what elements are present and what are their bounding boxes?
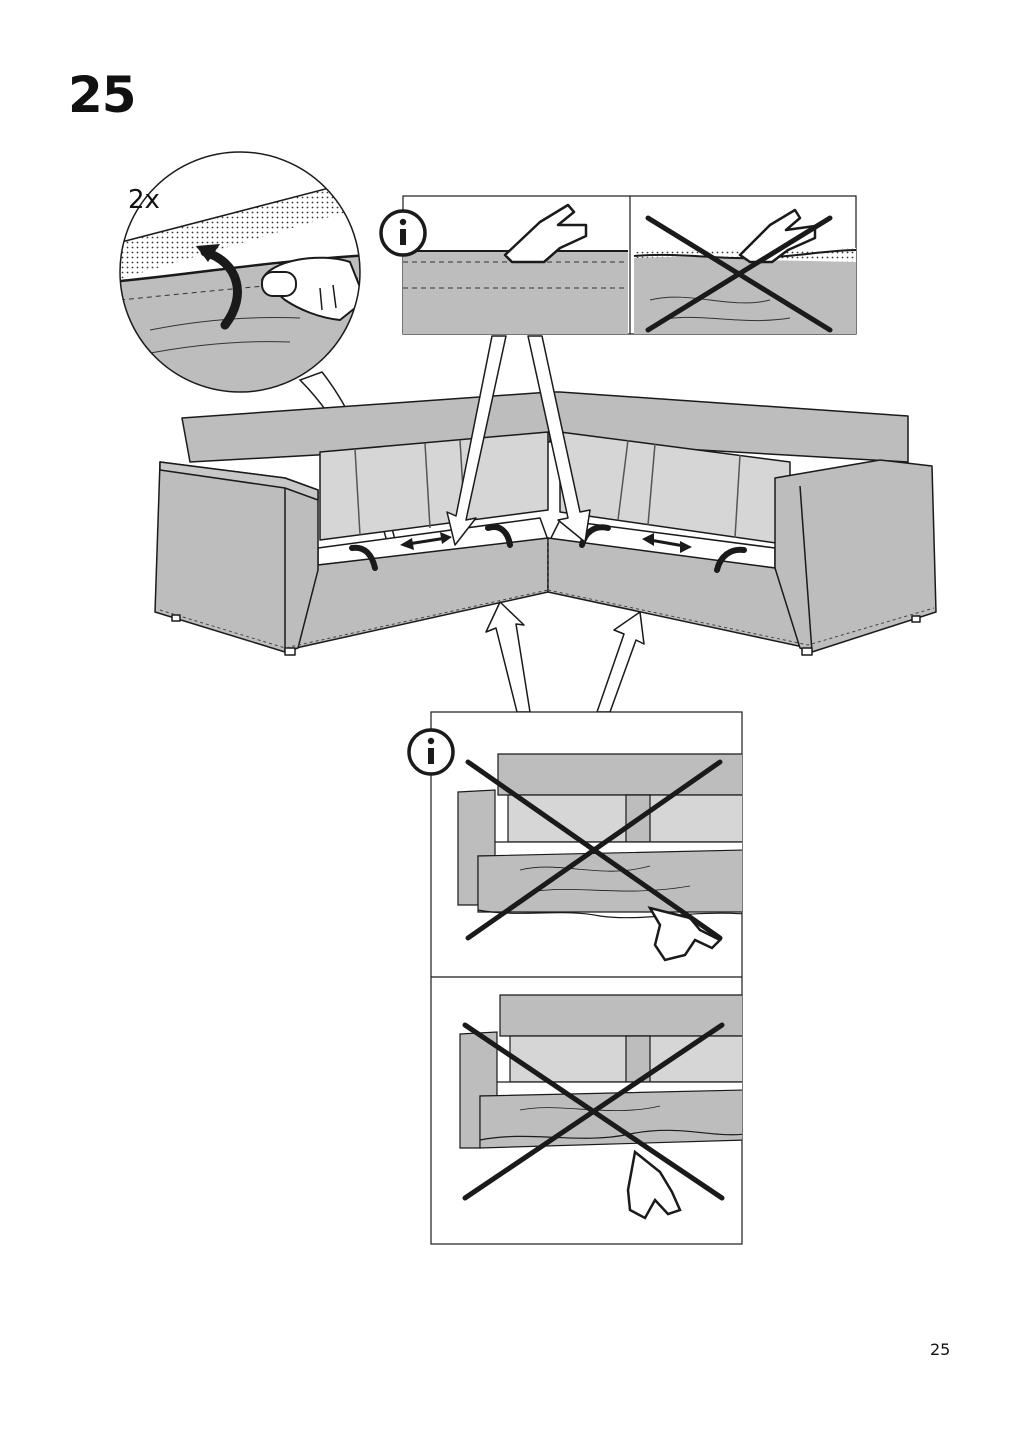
pointer-arrows-bottom bbox=[485, 601, 645, 713]
correct-tuck-panel bbox=[403, 203, 628, 334]
tuck-arrows bbox=[349, 524, 747, 573]
info-box-bottom bbox=[407, 711, 743, 1245]
page-number: 25 bbox=[930, 1340, 951, 1359]
pointer-arrows-top bbox=[446, 335, 591, 546]
wrong-skirt-panel-1 bbox=[457, 753, 742, 962]
detail-magnifier: 2x bbox=[119, 151, 361, 393]
info-icon bbox=[379, 209, 427, 257]
quantity-label: 2x bbox=[128, 185, 160, 215]
step-number: 25 bbox=[68, 66, 137, 124]
corner-sofa bbox=[154, 391, 937, 656]
wrong-tuck-panel bbox=[633, 208, 857, 334]
info-box-top bbox=[379, 195, 857, 335]
wrong-skirt-panel-2 bbox=[459, 994, 742, 1220]
info-icon bbox=[407, 728, 455, 776]
